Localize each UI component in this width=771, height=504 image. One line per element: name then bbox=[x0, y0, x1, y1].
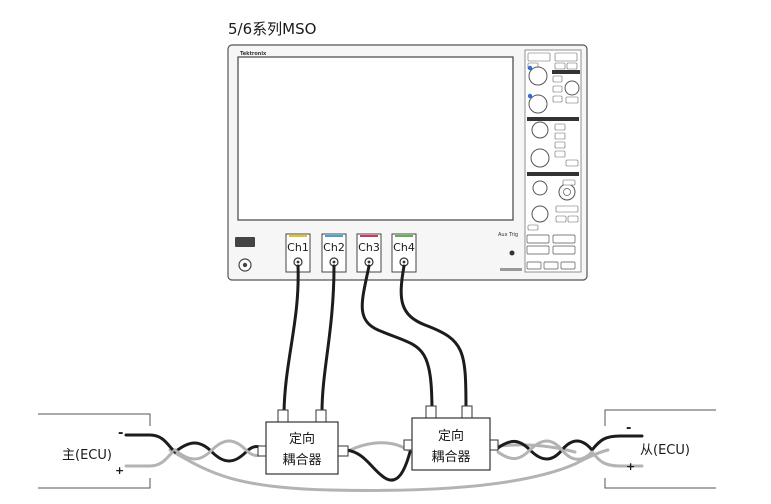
knob-zoom-icon[interactable] bbox=[531, 205, 549, 223]
channel-label-2: Ch2 bbox=[323, 241, 345, 254]
master-plus-label: + bbox=[115, 464, 124, 477]
slave-ecu-label: 从(ECU) bbox=[640, 443, 690, 458]
bottom-button-7[interactable] bbox=[560, 261, 576, 270]
channel-label-1: Ch1 bbox=[287, 241, 309, 254]
coupler-1-line1: 定向 bbox=[289, 431, 315, 447]
slave-minus-label: - bbox=[626, 421, 631, 436]
knob-vertical-icon[interactable] bbox=[531, 121, 549, 139]
bottom-button-6[interactable] bbox=[543, 261, 559, 270]
diagram-title: 5/6系列MSO bbox=[228, 20, 316, 38]
channel-input-2[interactable]: Ch2 bbox=[321, 233, 347, 273]
directional-coupler-2: 定向 耦合器 bbox=[403, 405, 499, 471]
bottom-button-4[interactable] bbox=[552, 245, 576, 255]
bottom-button-3[interactable] bbox=[526, 245, 550, 255]
cable-ch1 bbox=[282, 264, 300, 414]
channel-label-3: Ch3 bbox=[358, 241, 380, 254]
knob-b-icon[interactable] bbox=[528, 94, 548, 114]
bottom-button-1[interactable] bbox=[526, 234, 550, 244]
coupler-2-line2: 耦合器 bbox=[431, 450, 470, 465]
bus-wiring bbox=[124, 433, 644, 492]
bottom-button-2[interactable] bbox=[552, 234, 576, 244]
slave-plus-label: + bbox=[626, 460, 635, 473]
knob-horizontal-icon[interactable] bbox=[532, 180, 548, 196]
knob-scale-icon[interactable] bbox=[530, 148, 550, 168]
master-minus-label: - bbox=[118, 426, 123, 441]
directional-coupler-1: 定向 耦合器 bbox=[257, 409, 349, 475]
aux-trig-connector-icon[interactable] bbox=[509, 250, 515, 256]
scope-screen bbox=[237, 56, 514, 221]
coupler-1-line2: 耦合器 bbox=[282, 453, 321, 468]
master-ecu: 主(ECU) - + bbox=[38, 413, 151, 489]
bottom-button-5[interactable] bbox=[526, 261, 542, 270]
cable-ch4 bbox=[399, 264, 468, 414]
probe-cables bbox=[282, 264, 468, 414]
scope-brand: Tektronix bbox=[240, 51, 267, 57]
channel-label-4: Ch4 bbox=[393, 241, 415, 254]
knob-a-icon[interactable] bbox=[528, 66, 548, 86]
cable-ch2 bbox=[320, 264, 336, 414]
master-ecu-label: 主(ECU) bbox=[62, 448, 112, 463]
coupler-2-line1: 定向 bbox=[438, 428, 464, 444]
menu-button[interactable] bbox=[235, 237, 255, 247]
knob-trigger-icon[interactable] bbox=[564, 80, 580, 96]
slave-ecu: 从(ECU) - + bbox=[604, 409, 716, 489]
oscilloscope: Tektronix bbox=[227, 44, 588, 281]
aux-trig-label: Aux Trig bbox=[498, 232, 518, 238]
cable-ch3 bbox=[360, 264, 434, 414]
